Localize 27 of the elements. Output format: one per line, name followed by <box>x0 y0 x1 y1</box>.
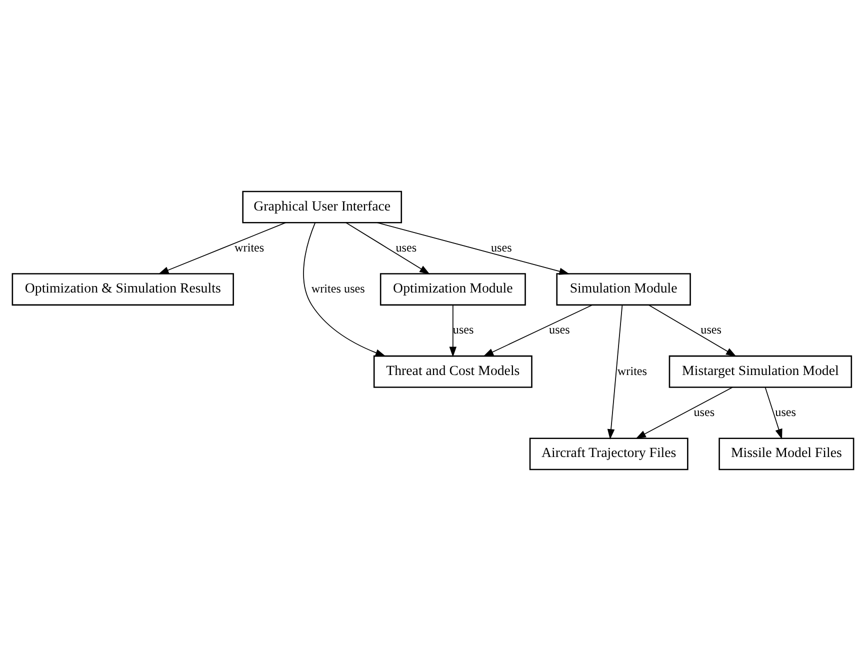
arrow <box>346 222 430 274</box>
arrow <box>648 304 736 356</box>
edge-label: writes <box>617 363 648 378</box>
node-box: Missile Model Files <box>718 437 854 470</box>
node-box: Optimization & Simulation Results <box>12 272 234 306</box>
edge-label: writes uses <box>311 281 365 296</box>
node-box: Optimization Module <box>380 272 526 306</box>
edge-label: uses <box>775 404 796 418</box>
edge-label: uses <box>694 404 715 418</box>
arrow <box>449 304 457 357</box>
node-box: Threat and Cost Models <box>373 354 532 388</box>
arrow <box>158 222 286 274</box>
edge-label: uses <box>700 322 722 336</box>
arrow <box>607 304 623 440</box>
node-box: Graphical User Interface <box>242 190 402 223</box>
node-box: Simulation Module <box>556 272 691 306</box>
edge-label: writes <box>234 240 264 254</box>
arrow <box>303 222 386 356</box>
node-box: Mistarget Simulation Model <box>668 354 852 388</box>
arrow <box>376 222 570 274</box>
edge-label: uses <box>396 240 417 254</box>
node-box: Aircraft Trajectory Files <box>529 437 688 470</box>
edge-label: uses <box>491 240 512 254</box>
arrow <box>483 304 593 356</box>
arrow <box>764 386 782 439</box>
edge-label: uses <box>549 322 570 336</box>
arrow <box>636 386 734 438</box>
